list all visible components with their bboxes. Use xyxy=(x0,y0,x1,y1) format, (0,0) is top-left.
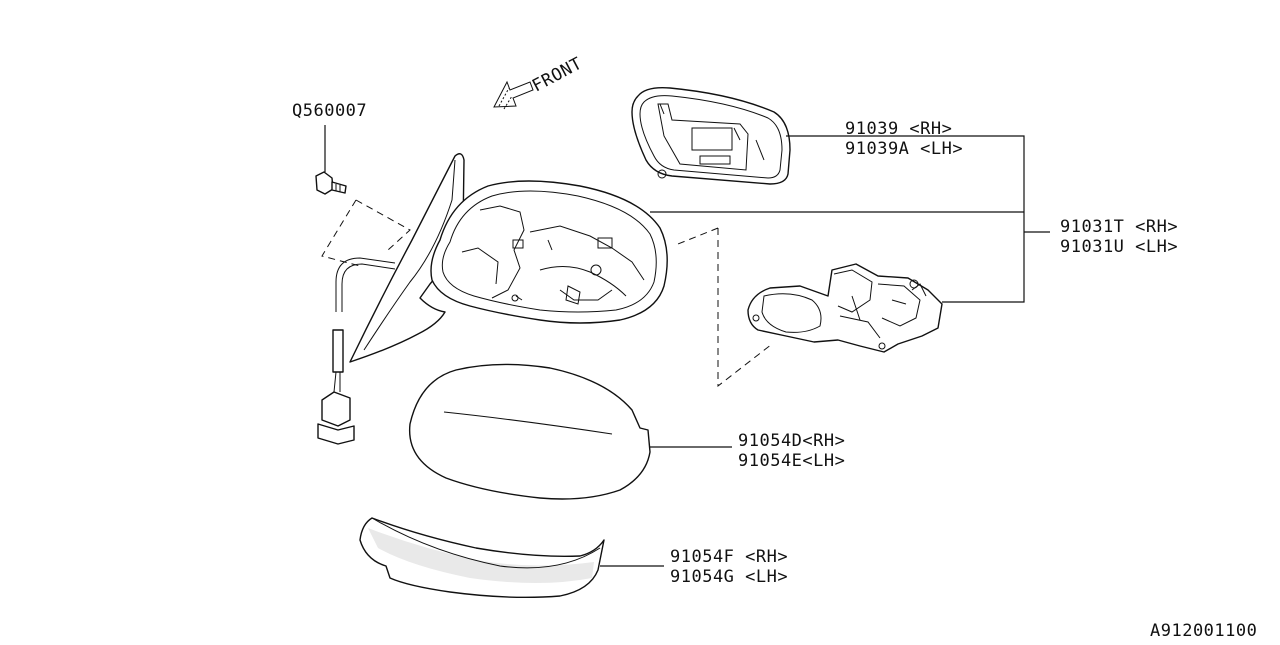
mirror-glass-rh-label: 91039 <RH> xyxy=(845,119,952,139)
leader-lines xyxy=(600,135,1050,567)
mirror-housing-part xyxy=(430,180,668,324)
cover-lh-label: 91054E<LH> xyxy=(738,451,845,471)
screw-part xyxy=(315,125,347,195)
diagram-id-label: A912001100 xyxy=(1150,621,1257,640)
mirror-actuator-part xyxy=(677,227,943,388)
mirror-garnish-part xyxy=(359,517,605,599)
garnish-rh-label: 91054F <RH> xyxy=(670,547,788,567)
garnish-lh-label: 91054G <LH> xyxy=(670,567,788,587)
wire-harness-part xyxy=(317,257,396,445)
mirror-glass-part xyxy=(631,86,791,185)
front-label: FRONT xyxy=(529,54,586,97)
mirror-assy-lh-label: 91031U <LH> xyxy=(1060,237,1178,257)
screw-label: Q560007 xyxy=(292,101,367,121)
mirror-assy-rh-label: 91031T <RH> xyxy=(1060,217,1178,237)
mirror-glass-lh-label: 91039A <LH> xyxy=(845,139,963,159)
mirror-cover-part xyxy=(408,363,651,500)
cover-rh-label: 91054D<RH> xyxy=(738,431,845,451)
front-direction-arrow-icon: FRONT xyxy=(493,54,586,110)
